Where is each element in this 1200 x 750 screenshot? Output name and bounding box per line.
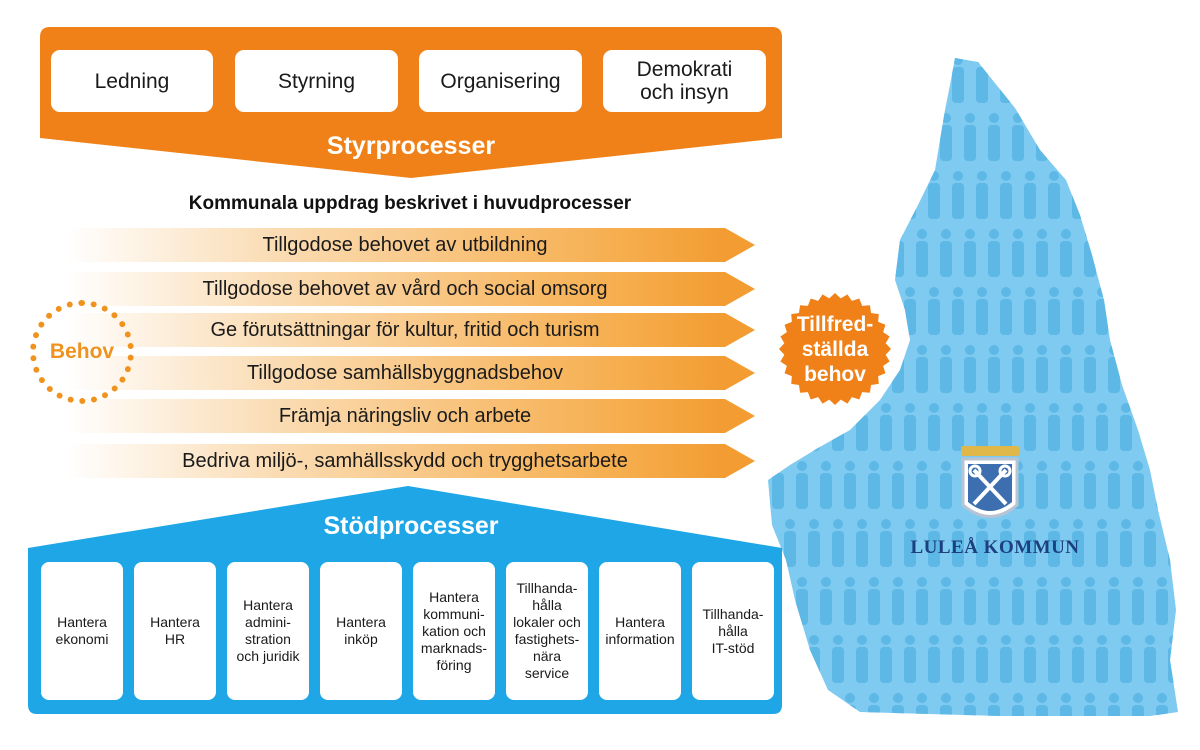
- process-arrow: Tillgodose behovet av vård och social om…: [65, 272, 755, 306]
- stod-item-information: Hantera information: [599, 562, 681, 700]
- stodprocesser-title: Stödprocesser: [323, 512, 499, 540]
- process-label: Tillgodose samhällsbyggnadsbehov: [246, 362, 564, 384]
- crossed-keys-crest-icon: [961, 446, 1019, 518]
- stod-item-kommunikation: Hantera kommuni- kation och marknads- fö…: [413, 562, 495, 700]
- styr-item-styrning: Styrning: [235, 50, 398, 112]
- satisfied-needs-label: Tillfred- ställda behov: [796, 312, 874, 386]
- styrprocesser-panel: [40, 27, 782, 178]
- process-label: Tillgodose behovet av utbildning: [262, 234, 548, 256]
- main-heading: Kommunala uppdrag beskrivet i huvudproce…: [188, 193, 632, 214]
- process-label: Ge förutsättningar för kultur, fritid oc…: [210, 319, 600, 341]
- styr-item-ledning: Ledning: [51, 50, 213, 112]
- stod-item-it: Tillhanda- hålla IT-stöd: [692, 562, 774, 700]
- stod-item-inkop: Hantera inköp: [320, 562, 402, 700]
- satisfied-needs-badge-icon: [779, 293, 891, 405]
- process-label: Tillgodose behovet av vård och social om…: [202, 278, 608, 300]
- stod-item-hr: Hantera HR: [134, 562, 216, 700]
- process-arrow: Bedriva miljö-, samhällsskydd och tryggh…: [65, 444, 755, 478]
- process-label: Främja näringsliv och arbete: [278, 405, 532, 427]
- process-arrow: Tillgodose samhällsbyggnadsbehov: [65, 356, 755, 390]
- process-arrow: Tillgodose behovet av utbildning: [65, 228, 755, 262]
- process-arrow: Främja näringsliv och arbete: [65, 399, 755, 433]
- stod-item-lokaler: Tillhanda- hålla lokaler och fastighets-…: [506, 562, 588, 700]
- logo-name: LULEÅ KOMMUN: [910, 537, 1080, 558]
- stod-item-administration: Hantera admini- stration och juridik: [227, 562, 309, 700]
- process-label: Bedriva miljö-, samhällsskydd och tryggh…: [182, 450, 628, 472]
- stod-item-ekonomi: Hantera ekonomi: [41, 562, 123, 700]
- styr-item-organisering: Organisering: [419, 50, 582, 112]
- process-arrow: Ge förutsättningar för kultur, fritid oc…: [65, 313, 755, 347]
- behov-circle: Behov: [30, 300, 134, 404]
- styr-item-demokrati: Demokrati och insyn: [603, 50, 766, 112]
- styrprocesser-title: Styrprocesser: [326, 132, 496, 160]
- behov-label: Behov: [49, 340, 115, 363]
